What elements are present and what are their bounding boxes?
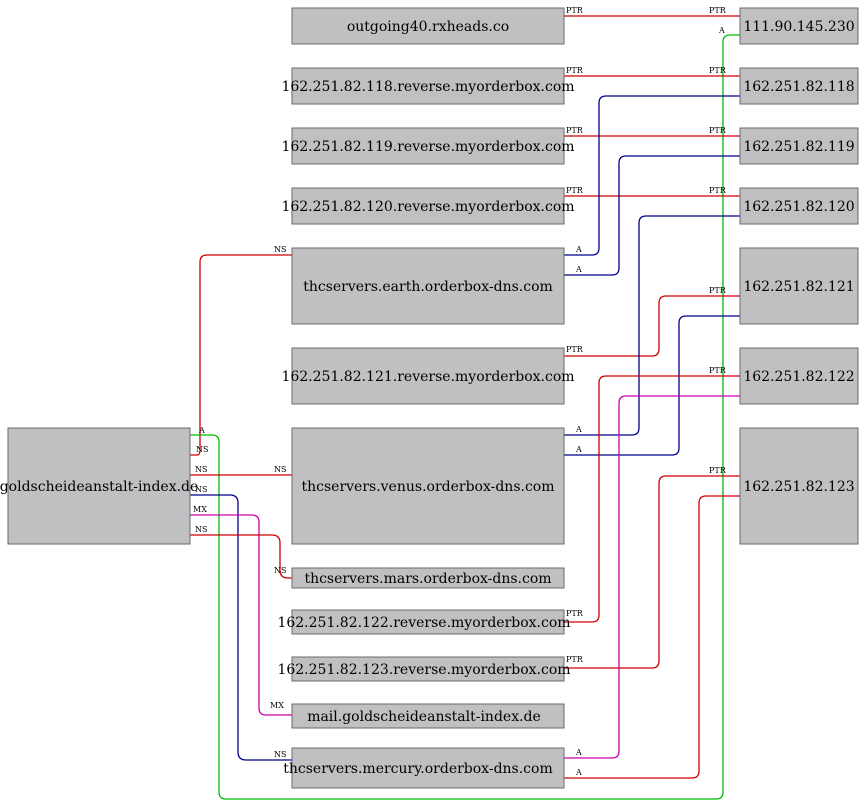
node-rev120[interactable]: 162.251.82.120.reverse.myorderbox.com [281,187,575,225]
node-ip120[interactable]: 162.251.82.120 [739,187,859,225]
edge-label-root-mail-end: MX [270,701,284,710]
node-label: 162.251.82.118 [743,79,854,95]
edge-venus-ip120-a [564,215,740,436]
node-ip230[interactable]: 111.90.145.230 [739,7,859,45]
node-rev122[interactable]: 162.251.82.122.reverse.myorderbox.com [277,609,571,635]
node-root[interactable]: goldscheideanstalt-index.de [0,427,198,545]
node-rev121[interactable]: 162.251.82.121.reverse.myorderbox.com [281,347,575,405]
node-label: outgoing40.rxheads.co [347,19,509,35]
edge-label-rev123: PTR [566,655,584,664]
edge-rev121-ip121-ptr [564,295,740,357]
edge-label-root-mercury: NS [195,485,207,494]
edge-label-rev120-end: PTR [709,186,727,195]
node-label: 162.251.82.119.reverse.myorderbox.com [281,139,574,155]
edge-label-rev123-end: PTR [709,466,727,475]
edge-label-rev118-end: PTR [709,66,727,75]
edge-mercury-ip122-a [564,395,740,759]
node-label: thcservers.mercury.orderbox-dns.com [283,761,552,777]
edge-label-root-mercury-end: NS [274,750,286,759]
node-venus[interactable]: thcservers.venus.orderbox-dns.com [291,427,565,545]
edge-label-root-earth-start: NS [196,445,208,454]
edge-label-root-venus: NS [195,465,207,474]
edge-label-root-ip230-end: A [718,26,725,35]
node-label: mail.goldscheideanstalt-index.de [307,709,541,725]
edge-label-venus-ip121: A [575,445,582,454]
node-mail[interactable]: mail.goldscheideanstalt-index.de [291,703,565,729]
node-label: 162.251.82.121 [743,279,854,295]
edge-label-rev122-end: PTR [709,366,727,375]
edge-label-root-mars: NS [195,525,207,534]
edge-root-ip230-a [190,34,740,800]
edge-label-earth-ip118: A [575,245,582,254]
node-label: 111.90.145.230 [743,19,854,35]
node-rev123[interactable]: 162.251.82.123.reverse.myorderbox.com [277,656,571,682]
node-label: 162.251.82.120.reverse.myorderbox.com [281,199,574,215]
node-ip122[interactable]: 162.251.82.122 [739,347,859,405]
node-label: 162.251.82.123.reverse.myorderbox.com [277,662,570,678]
edge-label-root-mail: MX [193,505,207,514]
edge-label-mercury-ip123: A [575,768,582,777]
node-label: 162.251.82.121.reverse.myorderbox.com [281,369,574,385]
edge-label-outgoing: PTR [566,6,584,15]
edge-label-root-mars-end: NS [274,566,286,575]
node-label: 162.251.82.122 [743,369,854,385]
edge-label-venus-ip120: A [575,425,582,434]
edge-mercury-ip123-a [564,495,740,779]
edge-root-mars-ns [190,534,292,579]
node-label: goldscheideanstalt-index.de [0,479,198,495]
node-label: thcservers.mars.orderbox-dns.com [304,571,551,587]
node-label: 162.251.82.123 [743,479,854,495]
edge-earth-ip119-a [564,155,740,276]
edge-rev123-ip123-ptr [564,475,740,669]
edge-label-rev121: PTR [566,345,584,354]
node-ip121[interactable]: 162.251.82.121 [739,247,859,325]
node-label: 162.251.82.122.reverse.myorderbox.com [277,615,570,631]
node-mercury[interactable]: thcservers.mercury.orderbox-dns.com [283,747,565,789]
edge-earth-ip118-a [564,95,740,256]
edge-label-rev119: PTR [566,126,584,135]
edge-root-earth-ns [190,254,292,456]
node-rev118[interactable]: 162.251.82.118.reverse.myorderbox.com [281,67,575,105]
edge-label-outgoing-end: PTR [709,6,727,15]
edge-label-rev121-end: PTR [709,286,727,295]
node-mars[interactable]: thcservers.mars.orderbox-dns.com [291,567,565,589]
node-label: thcservers.earth.orderbox-dns.com [303,279,553,295]
node-rev119[interactable]: 162.251.82.119.reverse.myorderbox.com [281,127,575,165]
node-ip118[interactable]: 162.251.82.118 [739,67,859,105]
edge-label-root-ip230: A [198,426,205,435]
edges: NS NS A A NS NS NS NS MX MX NS NS PTR PT… [190,6,740,800]
node-earth[interactable]: thcservers.earth.orderbox-dns.com [291,247,565,325]
edge-label-rev118: PTR [566,66,584,75]
edge-label-rev119-end: PTR [709,126,727,135]
edge-label-root-earth: NS [274,245,286,254]
node-ip119[interactable]: 162.251.82.119 [739,127,859,165]
edge-label-rev120: PTR [566,186,584,195]
edge-label-mercury-ip122: A [575,748,582,757]
edge-root-mercury-ns [190,494,292,761]
edge-venus-ip121-a [564,315,740,456]
node-outgoing[interactable]: outgoing40.rxheads.co [291,7,565,45]
edge-rev122-ip122-ptr [564,375,740,623]
edge-label-root-venus-end: NS [274,465,286,474]
node-label: 162.251.82.120 [743,199,854,215]
node-label: 162.251.82.118.reverse.myorderbox.com [281,79,574,95]
node-label: 162.251.82.119 [743,139,854,155]
edge-label-rev122: PTR [566,609,584,618]
edge-label-earth-ip119: A [575,265,582,274]
node-ip123[interactable]: 162.251.82.123 [739,427,859,545]
nodes: goldscheideanstalt-index.de outgoing40.r… [0,7,859,789]
edge-root-mail-mx [190,514,292,716]
node-label: thcservers.venus.orderbox-dns.com [301,479,554,495]
